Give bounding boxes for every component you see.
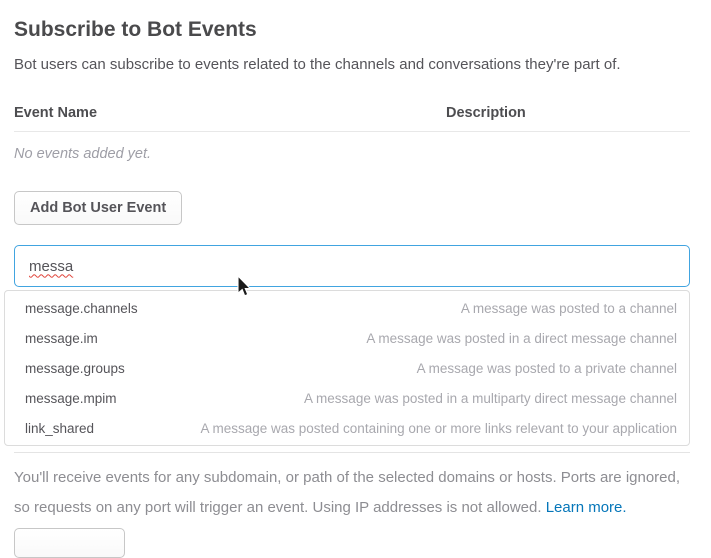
column-header-event-name: Event Name (14, 105, 98, 121)
suggestion-name: message.channels (25, 300, 138, 316)
suggestion-description: A message was posted to a private channe… (416, 360, 677, 376)
suggestion-message-channels[interactable]: message.channels A message was posted to… (5, 293, 689, 323)
empty-events-message: No events added yet. (14, 146, 152, 162)
suggestion-name: message.mpim (25, 390, 117, 406)
table-header-divider (14, 131, 690, 132)
learn-more-link[interactable]: Learn more. (545, 499, 627, 516)
suggestion-name: link_shared (25, 420, 95, 436)
suggestion-link-shared[interactable]: link_shared A message was posted contain… (5, 413, 689, 443)
footer-note-text: You'll receive events for any subdomain,… (14, 469, 681, 516)
suggestion-description: A message was posted in a direct message… (366, 330, 677, 346)
footer-note: You'll receive events for any subdomain,… (14, 463, 690, 523)
suggestion-description: A message was posted in a multiparty dir… (304, 390, 677, 406)
events-table-header: Event Name Description (14, 105, 690, 121)
section-divider (14, 452, 690, 453)
suggestion-message-im[interactable]: message.im A message was posted in a dir… (5, 323, 689, 353)
column-header-description: Description (446, 105, 526, 121)
suggestion-name: message.im (25, 330, 98, 346)
suggestion-message-mpim[interactable]: message.mpim A message was posted in a m… (5, 383, 689, 413)
suggestion-description: A message was posted containing one or m… (200, 420, 677, 436)
suggestion-name: message.groups (25, 360, 125, 376)
suggestion-message-groups[interactable]: message.groups A message was posted to a… (5, 353, 689, 383)
event-search-input[interactable]: messa (14, 245, 690, 287)
event-suggestions-dropdown: message.channels A message was posted to… (4, 290, 690, 446)
event-search-input-value: messa (29, 257, 74, 275)
page-title: Subscribe to Bot Events (14, 18, 257, 41)
suggestion-description: A message was posted to a channel (460, 300, 677, 316)
subscribe-bot-events-section: Subscribe to Bot Events Bot users can su… (4, 17, 690, 558)
page-subtitle: Bot users can subscribe to events relate… (14, 56, 621, 73)
add-bot-user-event-button[interactable]: Add Bot User Event (14, 191, 183, 225)
